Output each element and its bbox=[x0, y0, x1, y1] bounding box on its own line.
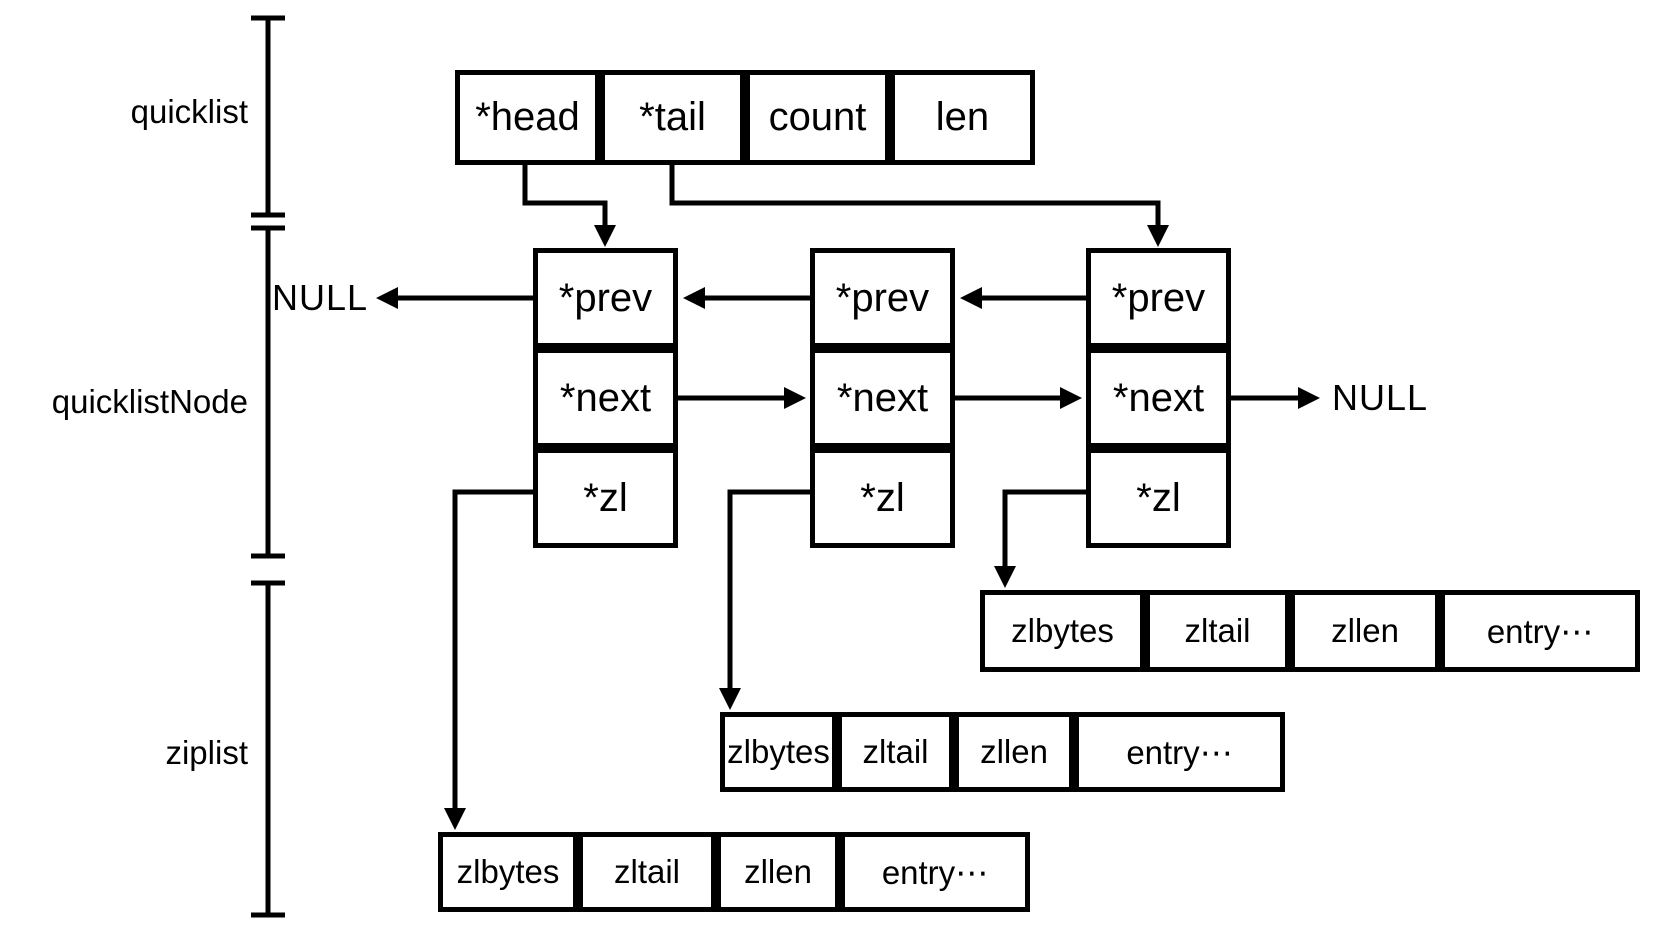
quicklistnode-1: *prev *next *zl bbox=[533, 248, 678, 548]
node3-next-cell: *next bbox=[1086, 348, 1231, 448]
quicklist-cell-tail: *tail bbox=[600, 70, 745, 165]
ziplist1-cell-entry: entry⋯ bbox=[840, 832, 1030, 912]
ziplist1-cell-zlbytes: zlbytes bbox=[438, 832, 578, 912]
quicklist-cell-count: count bbox=[745, 70, 890, 165]
ziplist-2: zlbytes zltail zllen entry⋯ bbox=[720, 712, 1285, 792]
node3-zl-cell: *zl bbox=[1086, 448, 1231, 548]
ziplist3-cell-entry: entry⋯ bbox=[1440, 590, 1640, 672]
ziplist2-cell-zlbytes: zlbytes bbox=[720, 712, 837, 792]
quicklist-cell-head: *head bbox=[455, 70, 600, 165]
node1-zl-cell: *zl bbox=[533, 448, 678, 548]
quicklistnode-bracket bbox=[251, 225, 285, 559]
section-label-quicklist: quicklist bbox=[130, 93, 248, 130]
quicklist-bracket bbox=[251, 15, 285, 218]
node2-next-cell: *next bbox=[810, 348, 955, 448]
node2-next-arrow bbox=[955, 387, 1082, 409]
ziplist-bracket bbox=[251, 580, 285, 918]
ziplist3-cell-zltail: zltail bbox=[1145, 590, 1290, 672]
ziplist2-cell-entry: entry⋯ bbox=[1074, 712, 1285, 792]
head-arrow bbox=[522, 165, 616, 247]
section-label-quicklistnode: quicklistNode bbox=[51, 383, 248, 420]
ziplist3-cell-zlbytes: zlbytes bbox=[980, 590, 1145, 672]
ziplist2-cell-zltail: zltail bbox=[837, 712, 954, 792]
ziplist1-cell-zltail: zltail bbox=[578, 832, 716, 912]
quicklistnode-3: *prev *next *zl bbox=[1086, 248, 1231, 548]
null-label-left: NULL bbox=[271, 277, 368, 318]
node1-prev-cell: *prev bbox=[533, 248, 678, 348]
ziplist-1: zlbytes zltail zllen entry⋯ bbox=[438, 832, 1030, 912]
ziplist3-cell-zllen: zllen bbox=[1290, 590, 1440, 672]
ziplist-3: zlbytes zltail zllen entry⋯ bbox=[980, 590, 1640, 672]
node2-prev-cell: *prev bbox=[810, 248, 955, 348]
node3-prev-arrow bbox=[960, 287, 1086, 309]
node1-zl-arrow bbox=[444, 489, 533, 830]
ziplist2-cell-zllen: zllen bbox=[954, 712, 1074, 792]
quicklist-struct-box: *head *tail count len bbox=[455, 70, 1035, 165]
node1-next-arrow bbox=[678, 387, 806, 409]
quicklistnode-2: *prev *next *zl bbox=[810, 248, 955, 548]
node2-zl-arrow bbox=[719, 489, 810, 710]
quicklist-cell-len: len bbox=[890, 70, 1035, 165]
node3-prev-cell: *prev bbox=[1086, 248, 1231, 348]
node3-next-null-arrow bbox=[1231, 387, 1320, 409]
section-label-ziplist: ziplist bbox=[165, 734, 248, 771]
node3-zl-arrow bbox=[994, 489, 1086, 588]
node1-prev-null-arrow bbox=[376, 287, 533, 309]
null-label-right: NULL bbox=[1332, 377, 1429, 418]
node2-zl-cell: *zl bbox=[810, 448, 955, 548]
ziplist1-cell-zllen: zllen bbox=[716, 832, 840, 912]
node2-prev-arrow bbox=[683, 287, 810, 309]
tail-arrow bbox=[669, 165, 1169, 247]
node1-next-cell: *next bbox=[533, 348, 678, 448]
